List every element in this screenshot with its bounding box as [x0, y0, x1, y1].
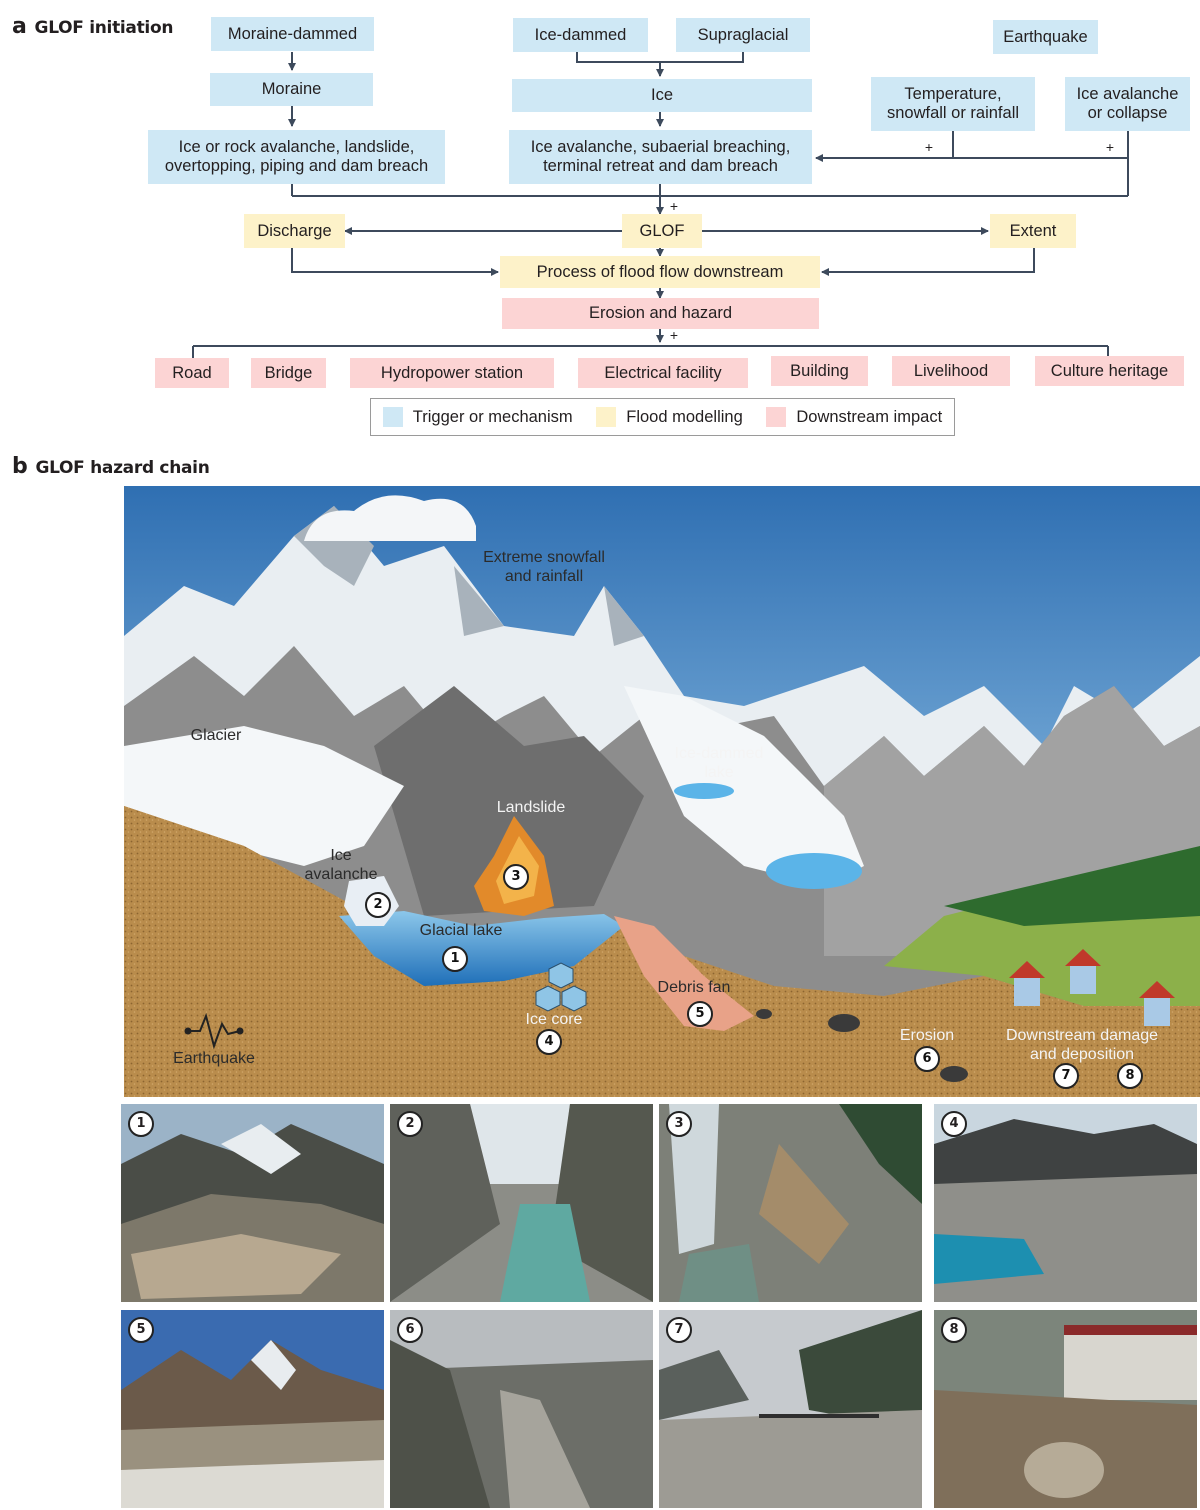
illustration-art	[124, 486, 1200, 1097]
impact-bridge: Bridge	[251, 358, 326, 388]
photo-7-number: 7	[666, 1317, 692, 1343]
photo-4-number: 4	[941, 1111, 967, 1137]
impact-livelihood: Livelihood	[892, 356, 1010, 386]
trigger-moraine-dammed: Moraine-dammed	[211, 17, 374, 51]
marker-2: 2	[365, 892, 391, 918]
marker-3: 3	[503, 864, 529, 890]
marker-7: 7	[1053, 1063, 1079, 1089]
photo-2: 2	[390, 1104, 653, 1302]
trigger-ice-dammed: Ice-dammed	[513, 18, 648, 52]
photo-3-image	[659, 1104, 922, 1302]
legend-label-impact: Downstream impact	[796, 407, 943, 426]
arrow-extent-to-process	[821, 248, 1035, 276]
panel-a-title: GLOF initiation	[34, 18, 174, 38]
photo-1-number: 1	[128, 1111, 154, 1137]
hazard-chain-illustration: Extreme snowfall and rainfall Glacier Ic…	[124, 486, 1200, 1097]
photo-6: 6	[390, 1310, 653, 1508]
photo-3: 3	[659, 1104, 922, 1302]
flood-glof: GLOF	[622, 214, 702, 248]
label-ice-core: Ice core	[525, 1011, 583, 1028]
photo-1-image	[121, 1104, 384, 1302]
trigger-supraglacial: Supraglacial	[676, 18, 810, 52]
photo-6-image	[390, 1310, 653, 1508]
erosion-and-hazard: Erosion and hazard	[502, 298, 819, 329]
panel-b-heading: b GLOF hazard chain	[12, 454, 210, 479]
legend-label-trigger: Trigger or mechanism	[412, 407, 573, 426]
photo-7: 7	[659, 1310, 922, 1508]
flood-extent: Extent	[990, 214, 1076, 248]
photo-8-image	[934, 1310, 1197, 1508]
marker-4: 4	[536, 1029, 562, 1055]
marker-1: 1	[442, 946, 468, 972]
legend-swatch-flood	[596, 407, 617, 427]
panel-a-heading: a GLOF initiation	[12, 14, 173, 39]
marker-5: 5	[687, 1001, 713, 1027]
trigger-earthquake: Earthquake	[993, 20, 1098, 54]
connector-ice-types	[576, 52, 744, 63]
legend-item-flood: Flood modelling	[596, 407, 743, 427]
impact-road: Road	[155, 358, 229, 388]
photo-7-image	[659, 1310, 922, 1508]
legend: Trigger or mechanism Flood modelling Dow…	[370, 398, 955, 436]
photo-5-image	[121, 1310, 384, 1508]
photo-1: 1	[121, 1104, 384, 1302]
plus-sign-avalanche: +	[1105, 138, 1115, 155]
flood-discharge: Discharge	[244, 214, 345, 248]
photo-5: 5	[121, 1310, 384, 1508]
trigger-ice-avalanche: Ice avalanche or collapse	[1065, 77, 1190, 131]
trigger-temperature: Temperature, snowfall or rainfall	[871, 77, 1035, 131]
legend-item-trigger: Trigger or mechanism	[382, 407, 573, 427]
label-ice-avalanche: Ice avalanche	[304, 847, 378, 883]
trigger-moraine: Moraine	[210, 73, 373, 106]
plus-sign-temperature: +	[924, 138, 934, 155]
photo-3-number: 3	[666, 1111, 692, 1137]
arrow-discharge-to-process	[291, 248, 499, 276]
flow-connectors	[192, 52, 1129, 358]
label-debris-fan: Debris fan	[657, 979, 731, 996]
photo-2-number: 2	[397, 1111, 423, 1137]
label-landslide: Landslide	[496, 799, 566, 816]
label-erosion: Erosion	[899, 1027, 955, 1044]
label-downstream-damage: Downstream damage and deposition	[1005, 1027, 1159, 1063]
trigger-ice: Ice	[512, 79, 812, 112]
panel-b-letter: b	[12, 454, 28, 479]
photo-4-image	[934, 1104, 1197, 1302]
label-glacier: Glacier	[190, 727, 242, 744]
legend-label-flood: Flood modelling	[626, 407, 743, 426]
impact-hydropower-station: Hydropower station	[350, 358, 554, 388]
photo-4: 4	[934, 1104, 1197, 1302]
marker-6: 6	[914, 1046, 940, 1072]
marker-8: 8	[1117, 1063, 1143, 1089]
label-glacial-lake: Glacial lake	[419, 922, 503, 939]
impact-building: Building	[771, 356, 868, 386]
panel-b-title: GLOF hazard chain	[35, 458, 210, 478]
legend-swatch-impact	[766, 407, 787, 427]
label-earthquake: Earthquake	[173, 1050, 255, 1067]
panel-a-letter: a	[12, 14, 27, 39]
impact-electrical-facility: Electrical facility	[578, 358, 748, 388]
plus-sign-impacts: +	[669, 326, 679, 343]
label-ice-dammed-lake: Ice-dammed lake	[674, 745, 764, 781]
flood-process-downstream: Process of flood flow downstream	[500, 256, 820, 288]
photo-8: 8	[934, 1310, 1197, 1508]
photo-6-number: 6	[397, 1317, 423, 1343]
legend-swatch-trigger	[382, 407, 403, 427]
legend-item-impact: Downstream impact	[766, 407, 942, 427]
plus-sign-glof: +	[669, 197, 679, 214]
photo-5-number: 5	[128, 1317, 154, 1343]
photo-8-number: 8	[941, 1317, 967, 1343]
impact-culture-heritage: Culture heritage	[1035, 356, 1184, 386]
mechanism-ice: Ice avalanche, subaerial breaching, term…	[509, 130, 812, 184]
mechanism-moraine: Ice or rock avalanche, landslide, overto…	[148, 130, 445, 184]
label-snowfall: Extreme snowfall and rainfall	[483, 549, 605, 585]
photo-2-image	[390, 1104, 653, 1302]
